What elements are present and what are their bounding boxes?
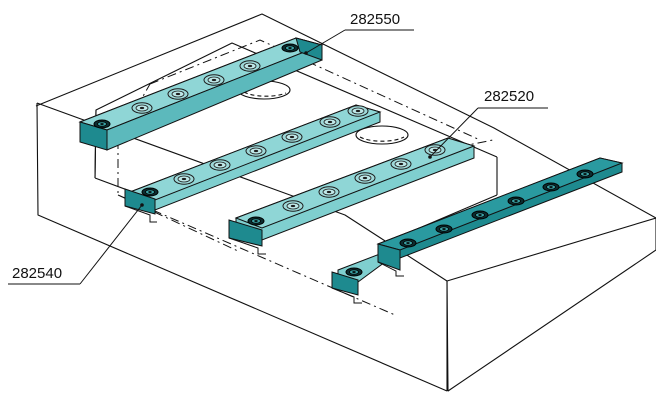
rail-middle-right bbox=[228, 137, 476, 255]
callout-282540: 282540 bbox=[8, 203, 144, 285]
rail-lower-short bbox=[331, 251, 386, 304]
callout-label-282520: 282520 bbox=[484, 88, 534, 105]
callout-label-282550: 282550 bbox=[350, 11, 400, 28]
rail-middle-left bbox=[124, 104, 382, 223]
callout-label-282540: 282540 bbox=[12, 265, 62, 282]
callout-282520: 282520 bbox=[428, 88, 548, 159]
rail-top bbox=[78, 37, 324, 151]
callout-282550: 282550 bbox=[304, 11, 414, 55]
rail-right bbox=[376, 157, 624, 277]
